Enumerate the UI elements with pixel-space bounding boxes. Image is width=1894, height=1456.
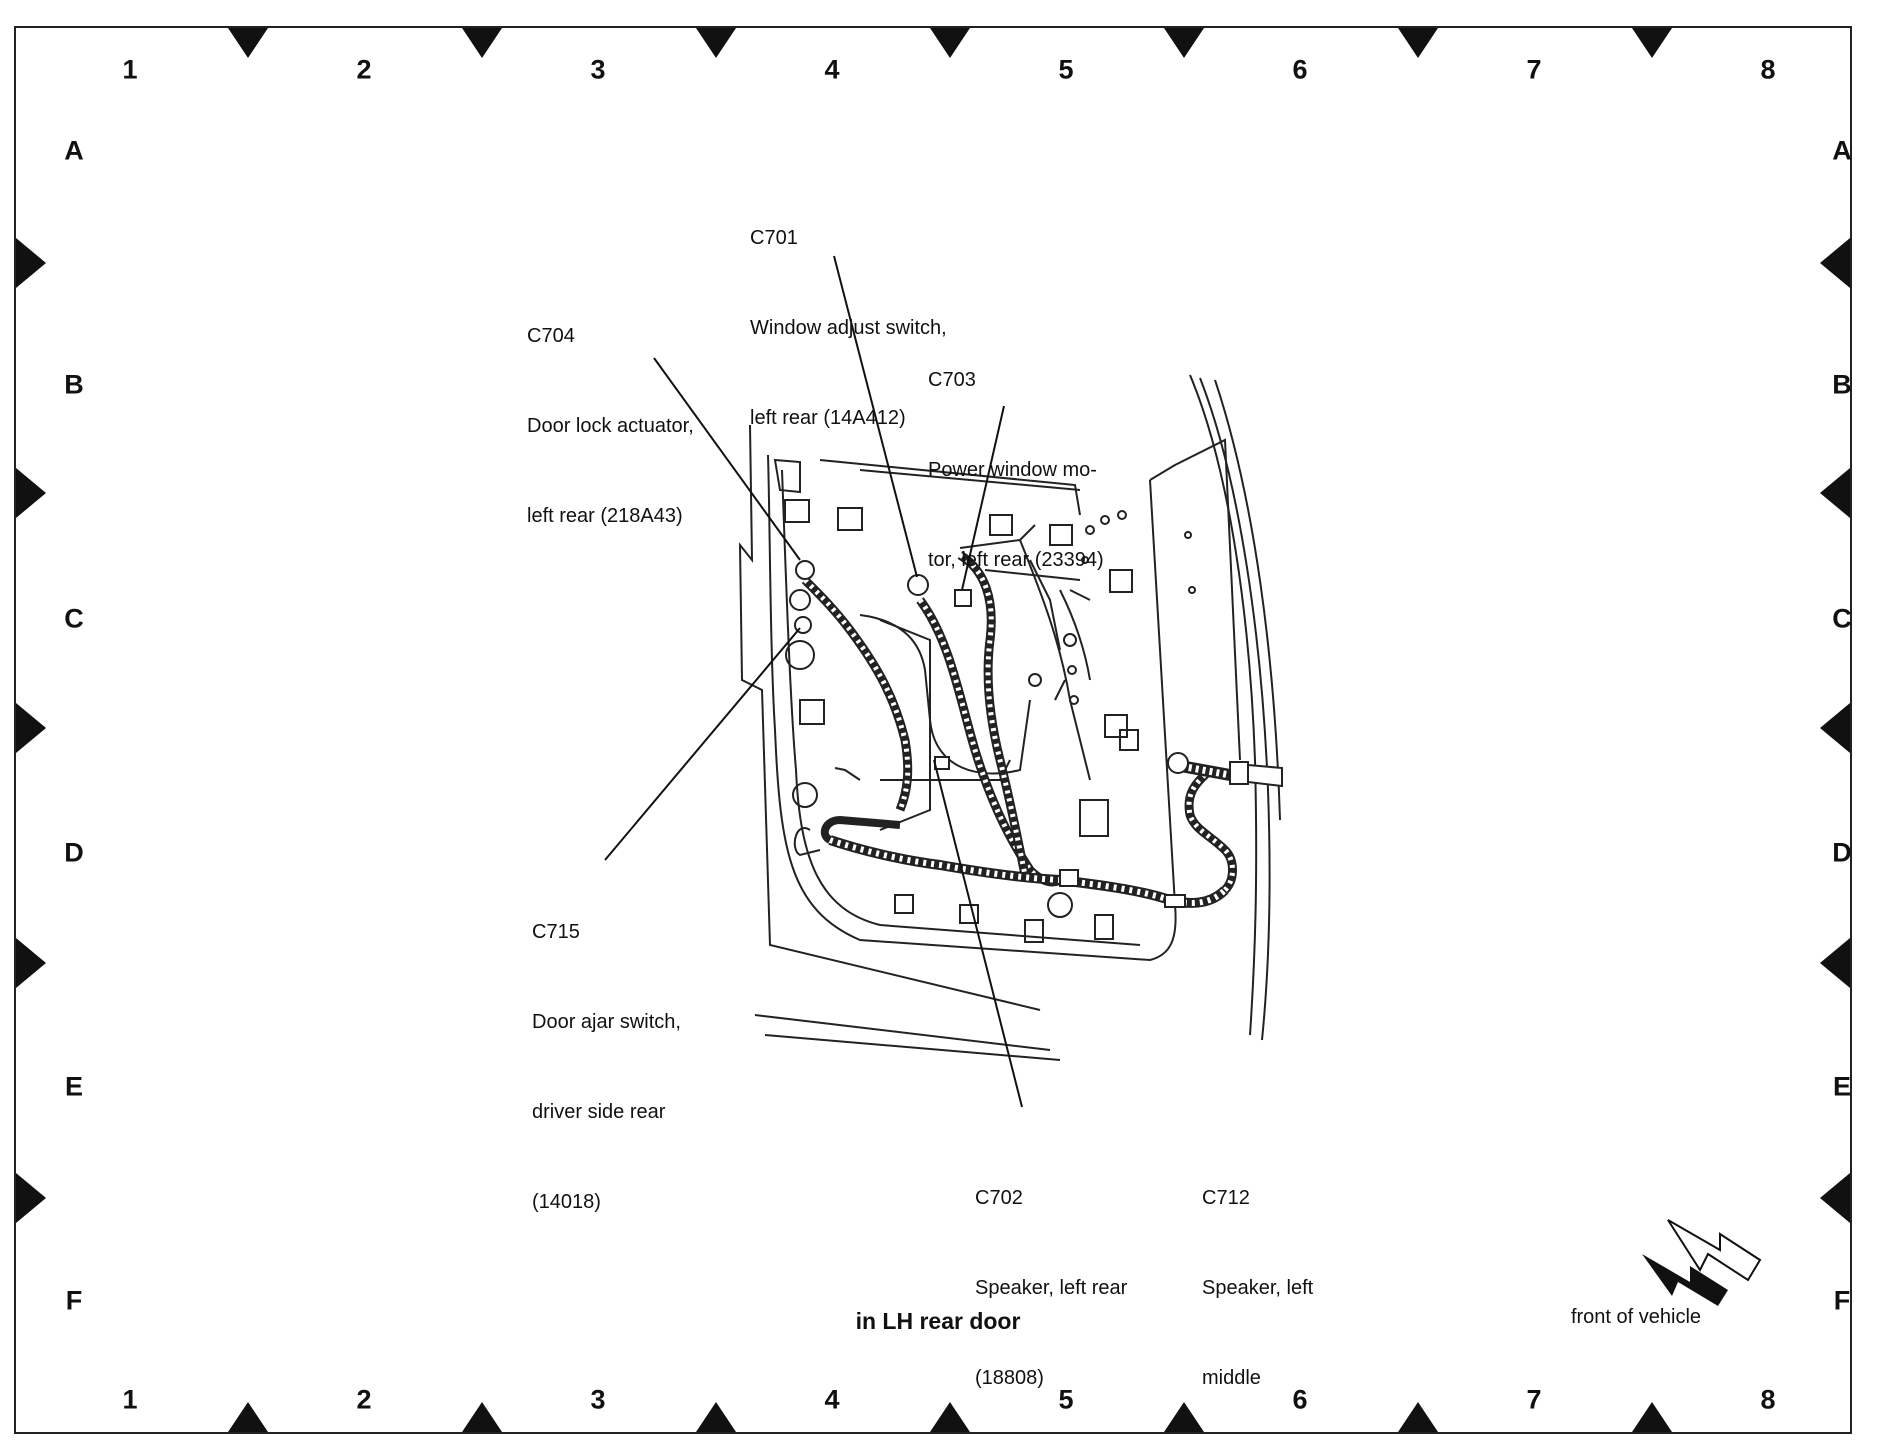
grid-column-2-bottom: 2 xyxy=(356,1384,372,1415)
grid-column-4-bottom: 4 xyxy=(824,1384,840,1415)
callout-c701-line1: Window adjust switch, xyxy=(750,317,947,339)
front-of-vehicle-label: front of vehicle xyxy=(1570,1306,1702,1328)
diagram-frame xyxy=(14,26,1852,1434)
callout-c712-id: C712 xyxy=(1202,1187,1250,1209)
grid-column-5-top: 5 xyxy=(1058,54,1074,85)
callout-c712-line2: middle xyxy=(1202,1367,1261,1389)
grid-column-6-top: 6 xyxy=(1292,54,1308,85)
callout-c703-line1: Power window mo- xyxy=(928,459,1097,481)
callout-c712-line1: Speaker, left xyxy=(1202,1277,1314,1299)
callout-c715-line2: driver side rear xyxy=(532,1101,666,1123)
callout-c702: C702 Speaker, left rear (18808) xyxy=(975,1123,1127,1423)
callout-c704-id: C704 xyxy=(527,325,575,347)
callout-c701: C701 Window adjust switch, left rear (14… xyxy=(750,163,947,463)
grid-markers xyxy=(16,28,1850,1432)
grid-row-d-left: D xyxy=(64,837,84,868)
grid-row-e-left: E xyxy=(64,1071,84,1102)
grid-column-5-bottom: 5 xyxy=(1058,1384,1074,1415)
grid-row-b-right: B xyxy=(1832,369,1852,400)
grid-column-3-bottom: 3 xyxy=(590,1384,606,1415)
callout-c702-id: C702 xyxy=(975,1187,1023,1209)
callout-c704-line2: left rear (218A43) xyxy=(527,505,683,527)
grid-row-f-right: F xyxy=(1833,1285,1851,1316)
callout-c715: C715 Door ajar switch, driver side rear … xyxy=(532,857,681,1247)
diagram-caption: in LH rear door xyxy=(855,1308,1021,1334)
callout-c704: C704 Door lock actuator, left rear (218A… xyxy=(527,261,694,561)
grid-row-b-left: B xyxy=(64,369,84,400)
callout-c702-line2: (18808) xyxy=(975,1367,1044,1389)
wiring-harness xyxy=(801,551,1237,908)
callout-c703-line2: tor, left rear (23394) xyxy=(928,549,1104,571)
callout-c701-id: C701 xyxy=(750,227,798,249)
grid-column-8-top: 8 xyxy=(1760,54,1776,85)
grid-row-c-left: C xyxy=(64,603,84,634)
callout-c703-id: C703 xyxy=(928,369,976,391)
grid-column-7-bottom: 7 xyxy=(1526,1384,1542,1415)
grid-column-3-top: 3 xyxy=(590,54,606,85)
leader-lines xyxy=(604,255,1023,1108)
grid-column-1-top: 1 xyxy=(122,54,138,85)
callout-c715-line3: (14018) xyxy=(532,1191,601,1213)
grid-column-7-top: 7 xyxy=(1526,54,1542,85)
grid-row-a-right: A xyxy=(1832,135,1852,166)
grid-row-d-right: D xyxy=(1832,837,1852,868)
grid-row-a-left: A xyxy=(64,135,84,166)
callout-c715-line1: Door ajar switch, xyxy=(532,1011,681,1033)
grid-row-f-left: F xyxy=(65,1285,83,1316)
callout-c715-id: C715 xyxy=(532,921,580,943)
front-of-vehicle-arrow-icon xyxy=(1642,1219,1762,1306)
grid-row-e-right: E xyxy=(1832,1071,1852,1102)
connectors xyxy=(794,560,1283,908)
grid-column-8-bottom: 8 xyxy=(1760,1384,1776,1415)
grid-column-4-top: 4 xyxy=(824,54,840,85)
door-panel xyxy=(738,374,1281,1061)
grid-column-6-bottom: 6 xyxy=(1292,1384,1308,1415)
callout-c701-line2: left rear (14A412) xyxy=(750,407,906,429)
callout-c703: C703 Power window mo- tor, left rear (23… xyxy=(928,305,1104,605)
callout-c704-line1: Door lock actuator, xyxy=(527,415,694,437)
grid-column-2-top: 2 xyxy=(356,54,372,85)
grid-row-c-right: C xyxy=(1832,603,1852,634)
callout-c712: C712 Speaker, left middle xyxy=(1202,1123,1313,1423)
grid-column-1-bottom: 1 xyxy=(122,1384,138,1415)
callout-c702-line1: Speaker, left rear xyxy=(975,1277,1128,1299)
